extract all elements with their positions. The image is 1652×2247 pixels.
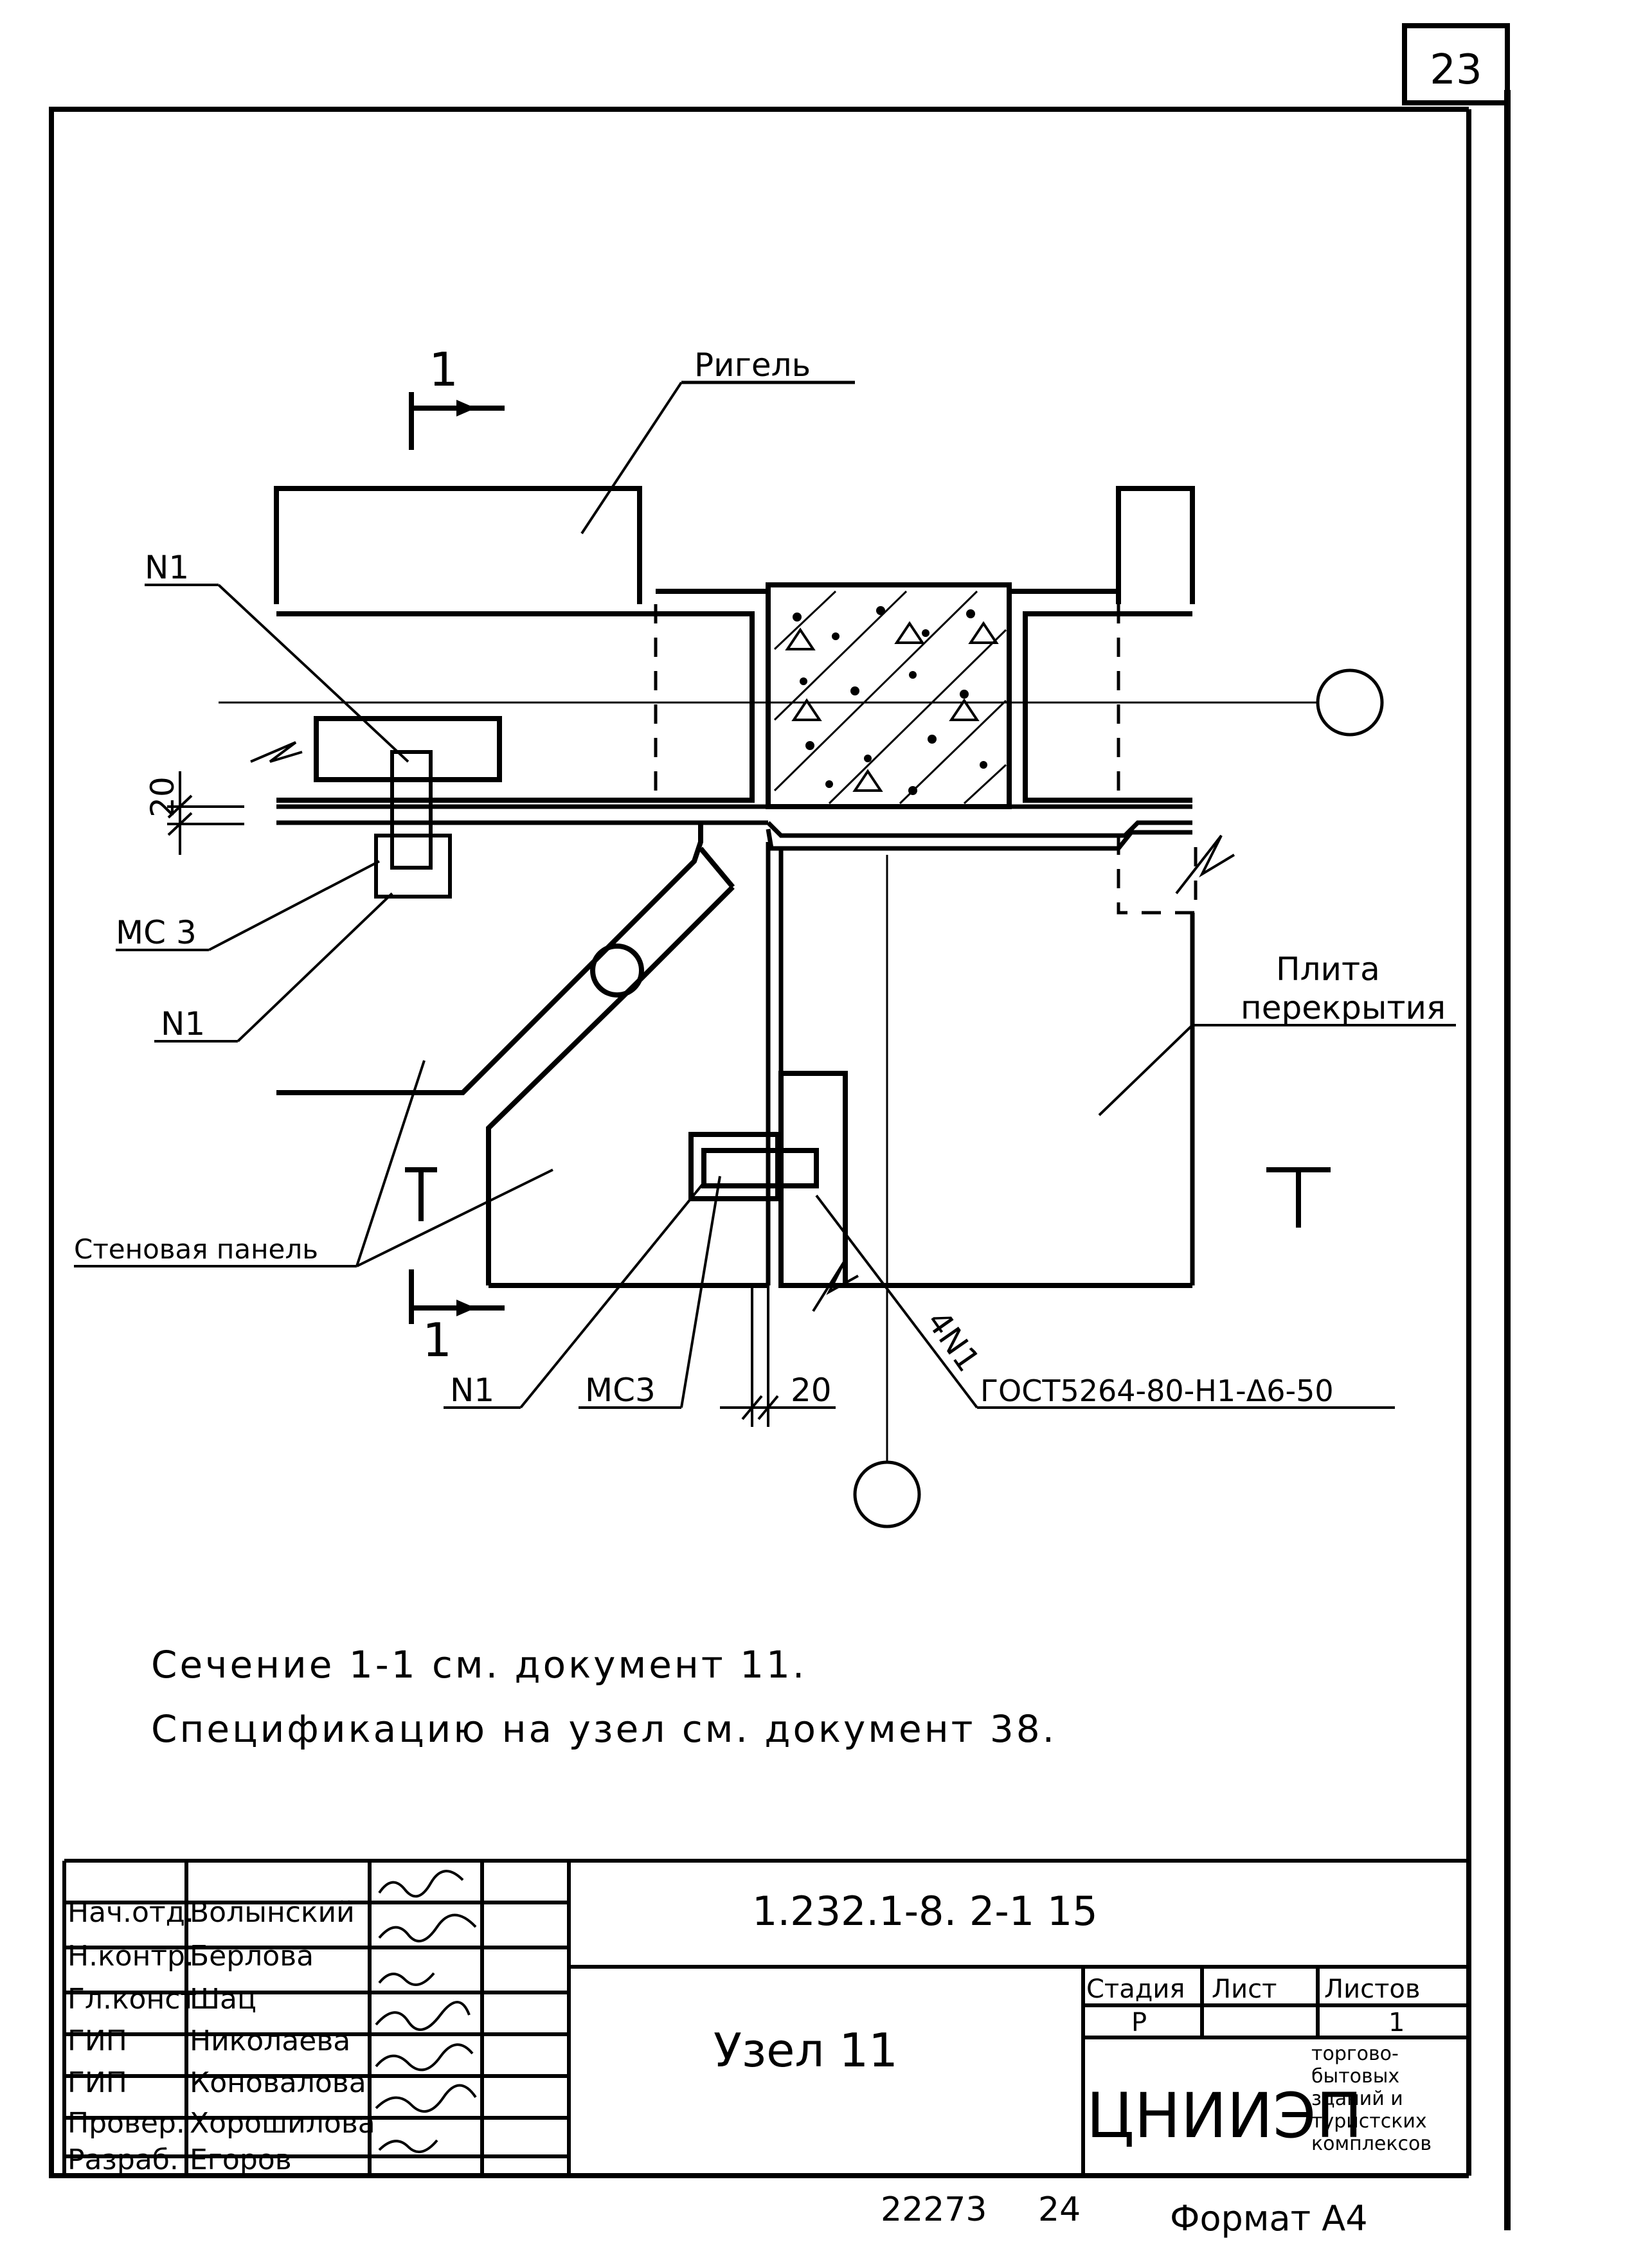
tb-name-0: Волынский — [190, 1896, 355, 1929]
tb-code: 1.232.1-8. 2-1 15 — [752, 1888, 1098, 1935]
label-perekrytiya: перекрытия — [1241, 989, 1446, 1026]
tb-stage-header: Стадия — [1086, 1974, 1185, 2004]
tb-stage-value: Р — [1131, 2008, 1147, 2037]
tb-org-sub-3: туристских — [1311, 2110, 1427, 2133]
axis-lines — [219, 701, 1318, 1462]
tb-org-sub-4: комплексов — [1311, 2133, 1432, 2155]
label-gost: ГОСТ5264-80-Н1-Δ6-50 — [980, 1374, 1334, 1408]
tb-name-6: Егоров — [190, 2144, 292, 2176]
dimension-bottom — [720, 1285, 836, 1427]
rigel-top — [274, 486, 1195, 604]
label-n1-top: N1 — [145, 549, 189, 586]
tb-org: ЦНИИЭП — [1086, 2080, 1363, 2152]
tb-name-1: Берлова — [190, 1940, 314, 1973]
footer-number: 22273 — [881, 2190, 987, 2229]
concrete-joint — [766, 582, 1012, 809]
section-label-top: 1 — [429, 343, 458, 397]
section-mark-top — [409, 392, 505, 450]
tb-name-2: Шац — [190, 1983, 256, 2016]
section-label-bottom: 1 — [422, 1313, 452, 1367]
axis-marker-right — [1316, 668, 1384, 737]
slab — [276, 804, 1195, 1285]
tb-sheets-header: Листов — [1324, 1974, 1420, 2004]
hidden-lines — [654, 604, 1198, 915]
tb-org-sub-2: зданий и — [1311, 2088, 1403, 2110]
tb-org-sub-0: торгово- — [1311, 2043, 1399, 2065]
tb-role-6: Разраб. — [67, 2144, 179, 2176]
rigel-leader — [580, 381, 683, 535]
break-marks — [250, 741, 1235, 1312]
dim-20-left: 20 — [144, 776, 181, 818]
tb-org-sub-1: бытовых — [1311, 2065, 1399, 2088]
note-1: Сечение 1-1 см. документ 11. — [151, 1643, 807, 1687]
tb-role-5: Провер. — [67, 2107, 185, 2140]
dim-20-bottom: 20 — [791, 1372, 832, 1409]
tb-role-1: Н.контр. — [67, 1940, 194, 1973]
lower-insert — [688, 1071, 848, 1288]
sheet-number: 23 — [1430, 46, 1482, 94]
section-mark-bottom — [405, 1167, 1331, 1324]
tb-title: Узел 11 — [714, 2023, 898, 2077]
title-block — [62, 1859, 1469, 2176]
tb-role-4: ГИП — [67, 2066, 127, 2099]
frame — [49, 23, 1511, 2230]
tb-role-2: Гл.конст — [67, 1983, 197, 2016]
tb-role-3: ГИП — [67, 2025, 127, 2057]
tb-role-0: Нач.отд. — [67, 1896, 194, 1929]
rigel-ends — [656, 589, 1192, 803]
footer-page: 24 — [1038, 2190, 1081, 2229]
label-n1-bottom: N1 — [450, 1372, 494, 1409]
label-n1-mid: N1 — [161, 1005, 205, 1043]
tb-sheet-header: Лист — [1212, 1974, 1277, 2004]
label-mc3-left: МС 3 — [116, 914, 197, 951]
wall-panel — [276, 823, 1192, 1288]
label-stenovaya: Стеновая панель — [74, 1233, 318, 1265]
tb-name-3: Николаева — [190, 2025, 350, 2057]
footer-format: Формат А4 — [1170, 2198, 1368, 2239]
note-2: Спецификацию на узел см. документ 38. — [151, 1707, 1057, 1751]
dimension-left — [167, 771, 244, 855]
leaders — [74, 584, 1456, 1409]
label-plita: Плита — [1276, 951, 1380, 988]
signatures — [375, 1870, 477, 2153]
tb-name-5: Хорошилова — [190, 2107, 375, 2140]
tb-name-4: Коновалова — [190, 2066, 366, 2099]
axis-marker-bottom — [853, 1460, 921, 1528]
label-rigel: Ригель — [694, 346, 811, 384]
tb-sheets-value: 1 — [1388, 2008, 1405, 2037]
label-mc3-bottom: МС3 — [585, 1372, 656, 1409]
